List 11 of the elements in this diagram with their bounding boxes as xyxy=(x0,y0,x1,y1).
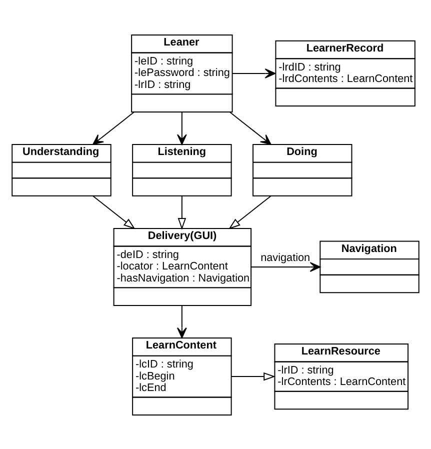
arrow xyxy=(228,195,272,229)
arrow xyxy=(232,68,276,78)
arrow xyxy=(230,372,276,380)
arrow xyxy=(92,111,134,144)
arrow xyxy=(177,304,187,338)
arrow xyxy=(92,195,136,229)
arrow xyxy=(177,111,187,144)
arrow xyxy=(178,195,186,230)
arrow xyxy=(250,262,321,272)
arrow xyxy=(229,111,272,144)
edge-label: navigation xyxy=(260,251,310,264)
